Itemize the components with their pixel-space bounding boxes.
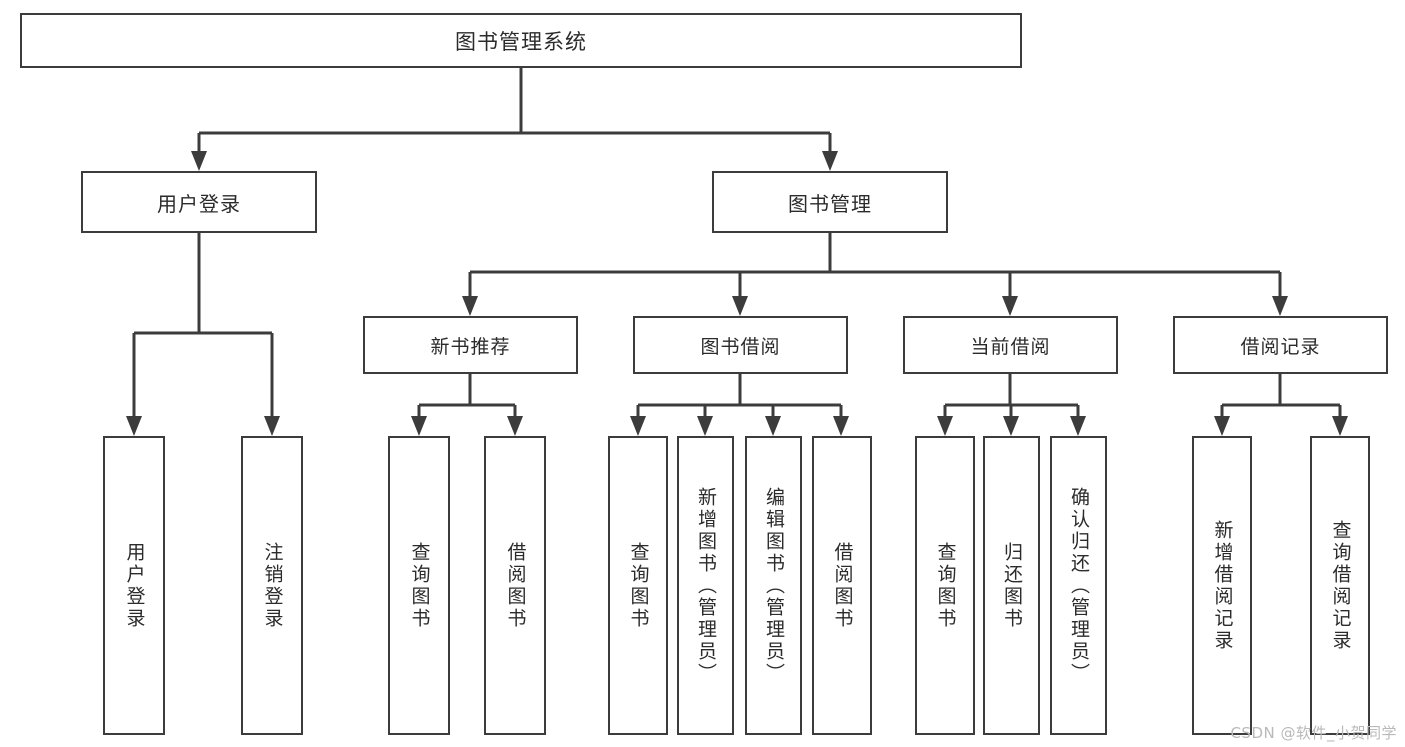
node-leaf-record-add-label: 新增借阅记录 xyxy=(1211,519,1234,652)
node-current-borrow[interactable]: 当前借阅 xyxy=(903,316,1118,374)
node-leaf-current-return[interactable]: 归还图书 xyxy=(983,436,1040,735)
node-book-borrow[interactable]: 图书借阅 xyxy=(633,316,848,374)
node-book-borrow-label: 图书借阅 xyxy=(700,335,781,358)
node-user-login[interactable]: 用户登录 xyxy=(81,171,317,233)
node-leaf-borrow-query[interactable]: 查询图书 xyxy=(608,436,668,735)
node-leaf-current-query-label: 查询图书 xyxy=(934,541,957,630)
node-leaf-borrow-edit-label: 编辑图书（管理员） xyxy=(763,486,785,685)
node-leaf-user-logout-label: 注销登录 xyxy=(261,541,284,630)
node-leaf-borrow-query-label: 查询图书 xyxy=(627,541,650,630)
node-leaf-borrow-edit[interactable]: 编辑图书（管理员） xyxy=(745,436,802,735)
node-leaf-recommend-query[interactable]: 查询图书 xyxy=(388,436,450,735)
node-leaf-recommend-borrow-label: 借阅图书 xyxy=(504,541,527,630)
node-leaf-user-logout[interactable]: 注销登录 xyxy=(241,436,303,735)
node-leaf-user-login-label: 用户登录 xyxy=(123,541,146,630)
node-book-manage-label: 图书管理 xyxy=(788,191,872,216)
node-borrow-record-label: 借阅记录 xyxy=(1240,335,1321,358)
node-leaf-borrow-add-label: 新增图书（管理员） xyxy=(695,486,717,685)
node-root[interactable]: 图书管理系统 xyxy=(20,13,1022,68)
node-root-label: 图书管理系统 xyxy=(455,29,587,54)
node-leaf-user-login[interactable]: 用户登录 xyxy=(103,436,165,735)
node-new-book-recommend-label: 新书推荐 xyxy=(430,335,511,358)
node-current-borrow-label: 当前借阅 xyxy=(970,335,1051,358)
node-leaf-recommend-borrow[interactable]: 借阅图书 xyxy=(484,436,546,735)
node-borrow-record[interactable]: 借阅记录 xyxy=(1173,316,1388,374)
node-leaf-current-confirm-label: 确认归还（管理员） xyxy=(1068,486,1090,685)
node-leaf-recommend-query-label: 查询图书 xyxy=(408,541,431,630)
node-leaf-borrow-do-label: 借阅图书 xyxy=(831,541,854,630)
node-leaf-current-query[interactable]: 查询图书 xyxy=(915,436,975,735)
node-book-manage[interactable]: 图书管理 xyxy=(712,171,948,233)
node-leaf-borrow-do[interactable]: 借阅图书 xyxy=(812,436,872,735)
node-leaf-record-query[interactable]: 查询借阅记录 xyxy=(1310,436,1370,735)
node-leaf-current-return-label: 归还图书 xyxy=(1001,541,1023,630)
node-leaf-record-add[interactable]: 新增借阅记录 xyxy=(1192,436,1252,735)
node-leaf-record-query-label: 查询借阅记录 xyxy=(1329,519,1352,652)
watermark: CSDN @软件_小贺同学 xyxy=(1230,724,1397,742)
node-user-login-label: 用户登录 xyxy=(157,191,241,216)
node-leaf-borrow-add[interactable]: 新增图书（管理员） xyxy=(677,436,734,735)
node-new-book-recommend[interactable]: 新书推荐 xyxy=(363,316,578,374)
node-leaf-current-confirm[interactable]: 确认归还（管理员） xyxy=(1050,436,1107,735)
